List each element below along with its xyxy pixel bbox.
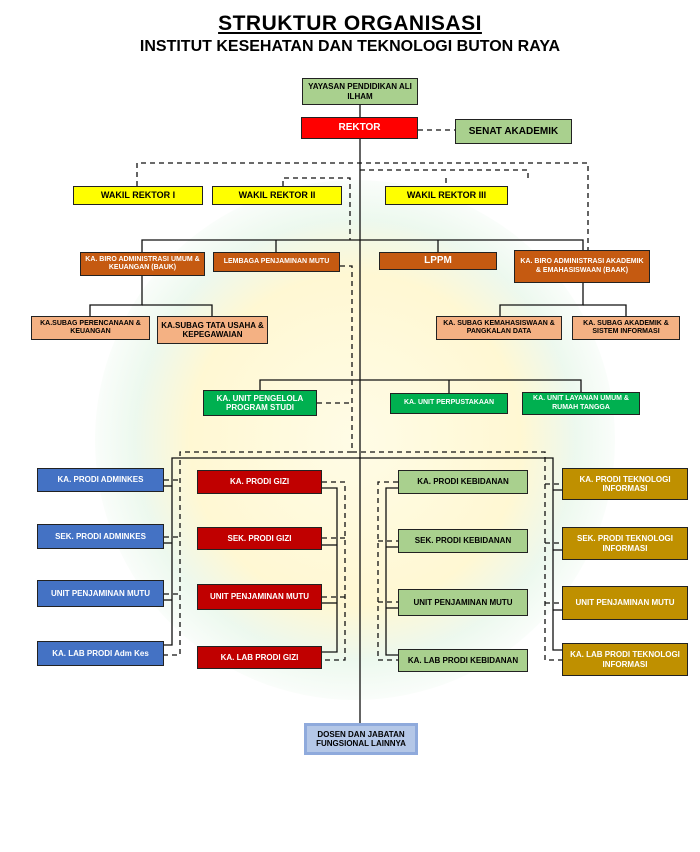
rektor-box: REKTOR [301,117,418,139]
page-subtitle: INSTITUT KESEHATAN DAN TEKNOLOGI BUTON R… [139,38,561,55]
upm-adminkes-box: UNIT PENJAMINAN MUTU [37,580,164,607]
subag-tata-usaha-box: KA.SUBAG TATA USAHA & KEPEGAWAIAN [157,316,268,344]
sek-prodi-ti-box: SEK. PRODI TEKNOLOGI INFORMASI [562,527,688,560]
ka-prodi-ti-box: KA. PRODI TEKNOLOGI INFORMASI [562,468,688,500]
sek-prodi-kebidanan-box: SEK. PRODI KEBIDANAN [398,529,528,553]
upm-gizi-box: UNIT PENJAMINAN MUTU [197,584,322,610]
wakil-rektor-3-box: WAKIL REKTOR III [385,186,508,205]
lpm-box: LEMBAGA PENJAMINAN MUTU [213,252,340,272]
page-title: STRUKTUR ORGANISASI [218,12,482,35]
wakil-rektor-1-box: WAKIL REKTOR I [73,186,203,205]
dosen-box: DOSEN DAN JABATAN FUNGSIONAL LAINNYA [304,723,418,755]
ka-prodi-kebidanan-box: KA. PRODI KEBIDANAN [398,470,528,494]
lppm-box: LPPM [379,252,497,270]
sek-prodi-gizi-box: SEK. PRODI GIZI [197,527,322,550]
baak-box: KA. BIRO ADMINISTRASI AKADEMIK & EMAHASI… [514,250,650,283]
lab-ti-box: KA. LAB PRODI TEKNOLOGI INFORMASI [562,643,688,676]
ka-prodi-adminkes-box: KA. PRODI ADMINKES [37,468,164,492]
lab-kebidanan-box: KA. LAB PRODI KEBIDANAN [398,649,528,672]
wakil-rektor-2-box: WAKIL REKTOR II [212,186,342,205]
upm-ti-box: UNIT PENJAMINAN MUTU [562,586,688,620]
unit-perpustakaan-box: KA. UNIT PERPUSTAKAAN [390,393,508,414]
ka-prodi-gizi-box: KA. PRODI GIZI [197,470,322,494]
yayasan-box: YAYASAN PENDIDIKAN ALI ILHAM [302,78,418,105]
lab-adminkes-box: KA. LAB PRODI Adm Kes [37,641,164,666]
subag-akademik-box: KA. SUBAG AKADEMIK & SISTEM INFORMASI [572,316,680,340]
upm-kebidanan-box: UNIT PENJAMINAN MUTU [398,589,528,616]
subag-kemahasiswaan-box: KA. SUBAG KEMAHASISWAAN & PANGKALAN DATA [436,316,562,340]
unit-pengelola-prodi-box: KA. UNIT PENGELOLA PROGRAM STUDI [203,390,317,416]
bauk-box: KA. BIRO ADMINISTRASI UMUM & KEUANGAN (B… [80,252,205,276]
unit-layanan-umum-box: KA. UNIT LAYANAN UMUM & RUMAH TANGGA [522,392,640,415]
senat-box: SENAT AKADEMIK [455,119,572,144]
lab-gizi-box: KA. LAB PRODI GIZI [197,646,322,669]
subag-perencanaan-box: KA.SUBAG PERENCANAAN & KEUANGAN [31,316,150,340]
sek-prodi-adminkes-box: SEK. PRODI ADMINKES [37,524,164,549]
